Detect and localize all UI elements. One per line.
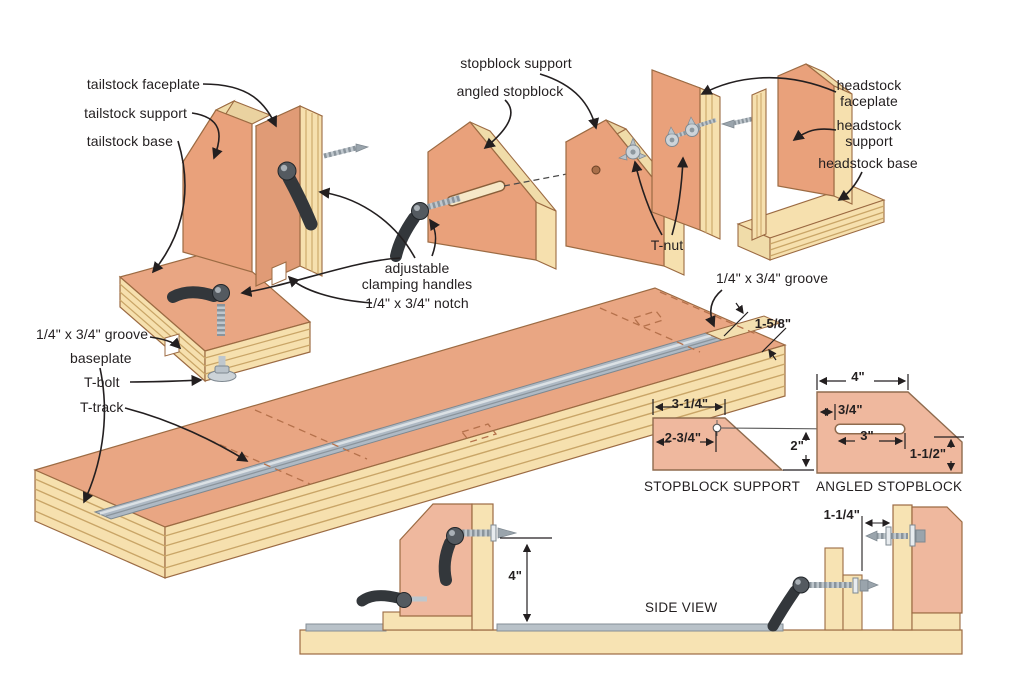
side-handle-vertical — [438, 524, 518, 586]
label-notch: 1/4" x 3/4" notch — [365, 295, 469, 311]
leader-lines — [82, 73, 863, 504]
headstock-faceplate-board — [651, 69, 760, 240]
dim-asb-right-height: 1-1/2" — [909, 446, 947, 461]
dim-3-4 — [819, 404, 836, 420]
label-t-track: T-track — [80, 399, 124, 415]
dim-side-4 — [500, 537, 552, 623]
detail-angled-stopblock — [816, 374, 964, 474]
dim-side-stopblock-gap: 1-1/4" — [823, 507, 860, 522]
t-nut-floating — [618, 137, 647, 161]
title-angled-stopblock: ANGLED STOPBLOCK — [816, 479, 963, 494]
detail-stopblock-support — [652, 399, 839, 471]
dim-3-1-4 — [652, 399, 726, 415]
title-side-view: SIDE VIEW — [645, 600, 718, 615]
baseplate-board — [33, 287, 787, 579]
dim-side-1-1-4 — [861, 516, 891, 571]
label-angled-stopblock: angled stopblock — [456, 83, 564, 99]
clamping-handle-faceplate — [277, 161, 318, 231]
label-tailstock-base: tailstock base — [86, 133, 173, 149]
dim-groove-offset: 1-5/8" — [754, 316, 792, 331]
dim-asb-slot-inset: 3/4" — [838, 402, 863, 417]
stopblock-support-iso — [564, 119, 685, 276]
dim-sbs-top-width: 3-1/4" — [671, 396, 709, 411]
label-adjustable-clamping-handles: adjustable clamping handles — [361, 260, 473, 292]
label-t-bolt: T-bolt — [84, 374, 120, 390]
label-tailstock-faceplate: tailstock faceplate — [86, 76, 200, 92]
dim-side-faceplate-height: 4" — [508, 568, 522, 583]
label-t-nut: T-nut — [650, 237, 684, 253]
title-stopblock-support: STOPBLOCK SUPPORT — [644, 479, 801, 494]
dashed-location-lines — [197, 291, 757, 485]
label-headstock-faceplate: headstock faceplate — [836, 77, 902, 109]
label-baseplate: baseplate — [70, 350, 132, 366]
side-view — [299, 503, 963, 655]
clamping-handle-base — [167, 284, 230, 303]
side-headstock-screw — [865, 524, 926, 547]
side-handle-stopblock — [767, 576, 879, 632]
tailstock-upper-assembly — [181, 99, 370, 287]
label-groove-right: 1/4" x 3/4" groove — [716, 270, 829, 286]
dim-1-1-2 — [934, 436, 964, 472]
dim-4 — [816, 374, 909, 390]
label-groove-left: 1/4" x 3/4" groove — [36, 326, 149, 342]
label-headstock-base: headstock base — [818, 155, 918, 171]
dim-3 — [837, 433, 906, 449]
groove-offset-dim — [723, 302, 787, 361]
faceplate-notch — [271, 261, 287, 286]
faceplate-screw — [323, 143, 370, 159]
dim-sbs-hole-offset: 2-3/4" — [664, 430, 702, 445]
t-nut-pair — [665, 116, 717, 147]
clamping-handle-stopblock — [390, 195, 461, 262]
t-bolt-hardware — [207, 304, 237, 382]
dim-asb-slot-length: 3" — [860, 428, 874, 443]
label-tailstock-support: tailstock support — [84, 105, 187, 121]
dim-sbs-height: 2" — [790, 438, 804, 453]
dim-2 — [783, 431, 814, 471]
label-headstock-support: headstock support — [836, 117, 902, 149]
dim-asb-width: 4" — [851, 369, 865, 384]
tailstock-base-board — [118, 247, 312, 383]
dim-2-3-4 — [655, 431, 717, 452]
label-stopblock-support: stopblock support — [460, 55, 572, 71]
angled-stopblock-iso — [390, 121, 589, 270]
plywood-stripes — [34, 353, 786, 569]
side-handle-horizontal — [356, 590, 427, 608]
